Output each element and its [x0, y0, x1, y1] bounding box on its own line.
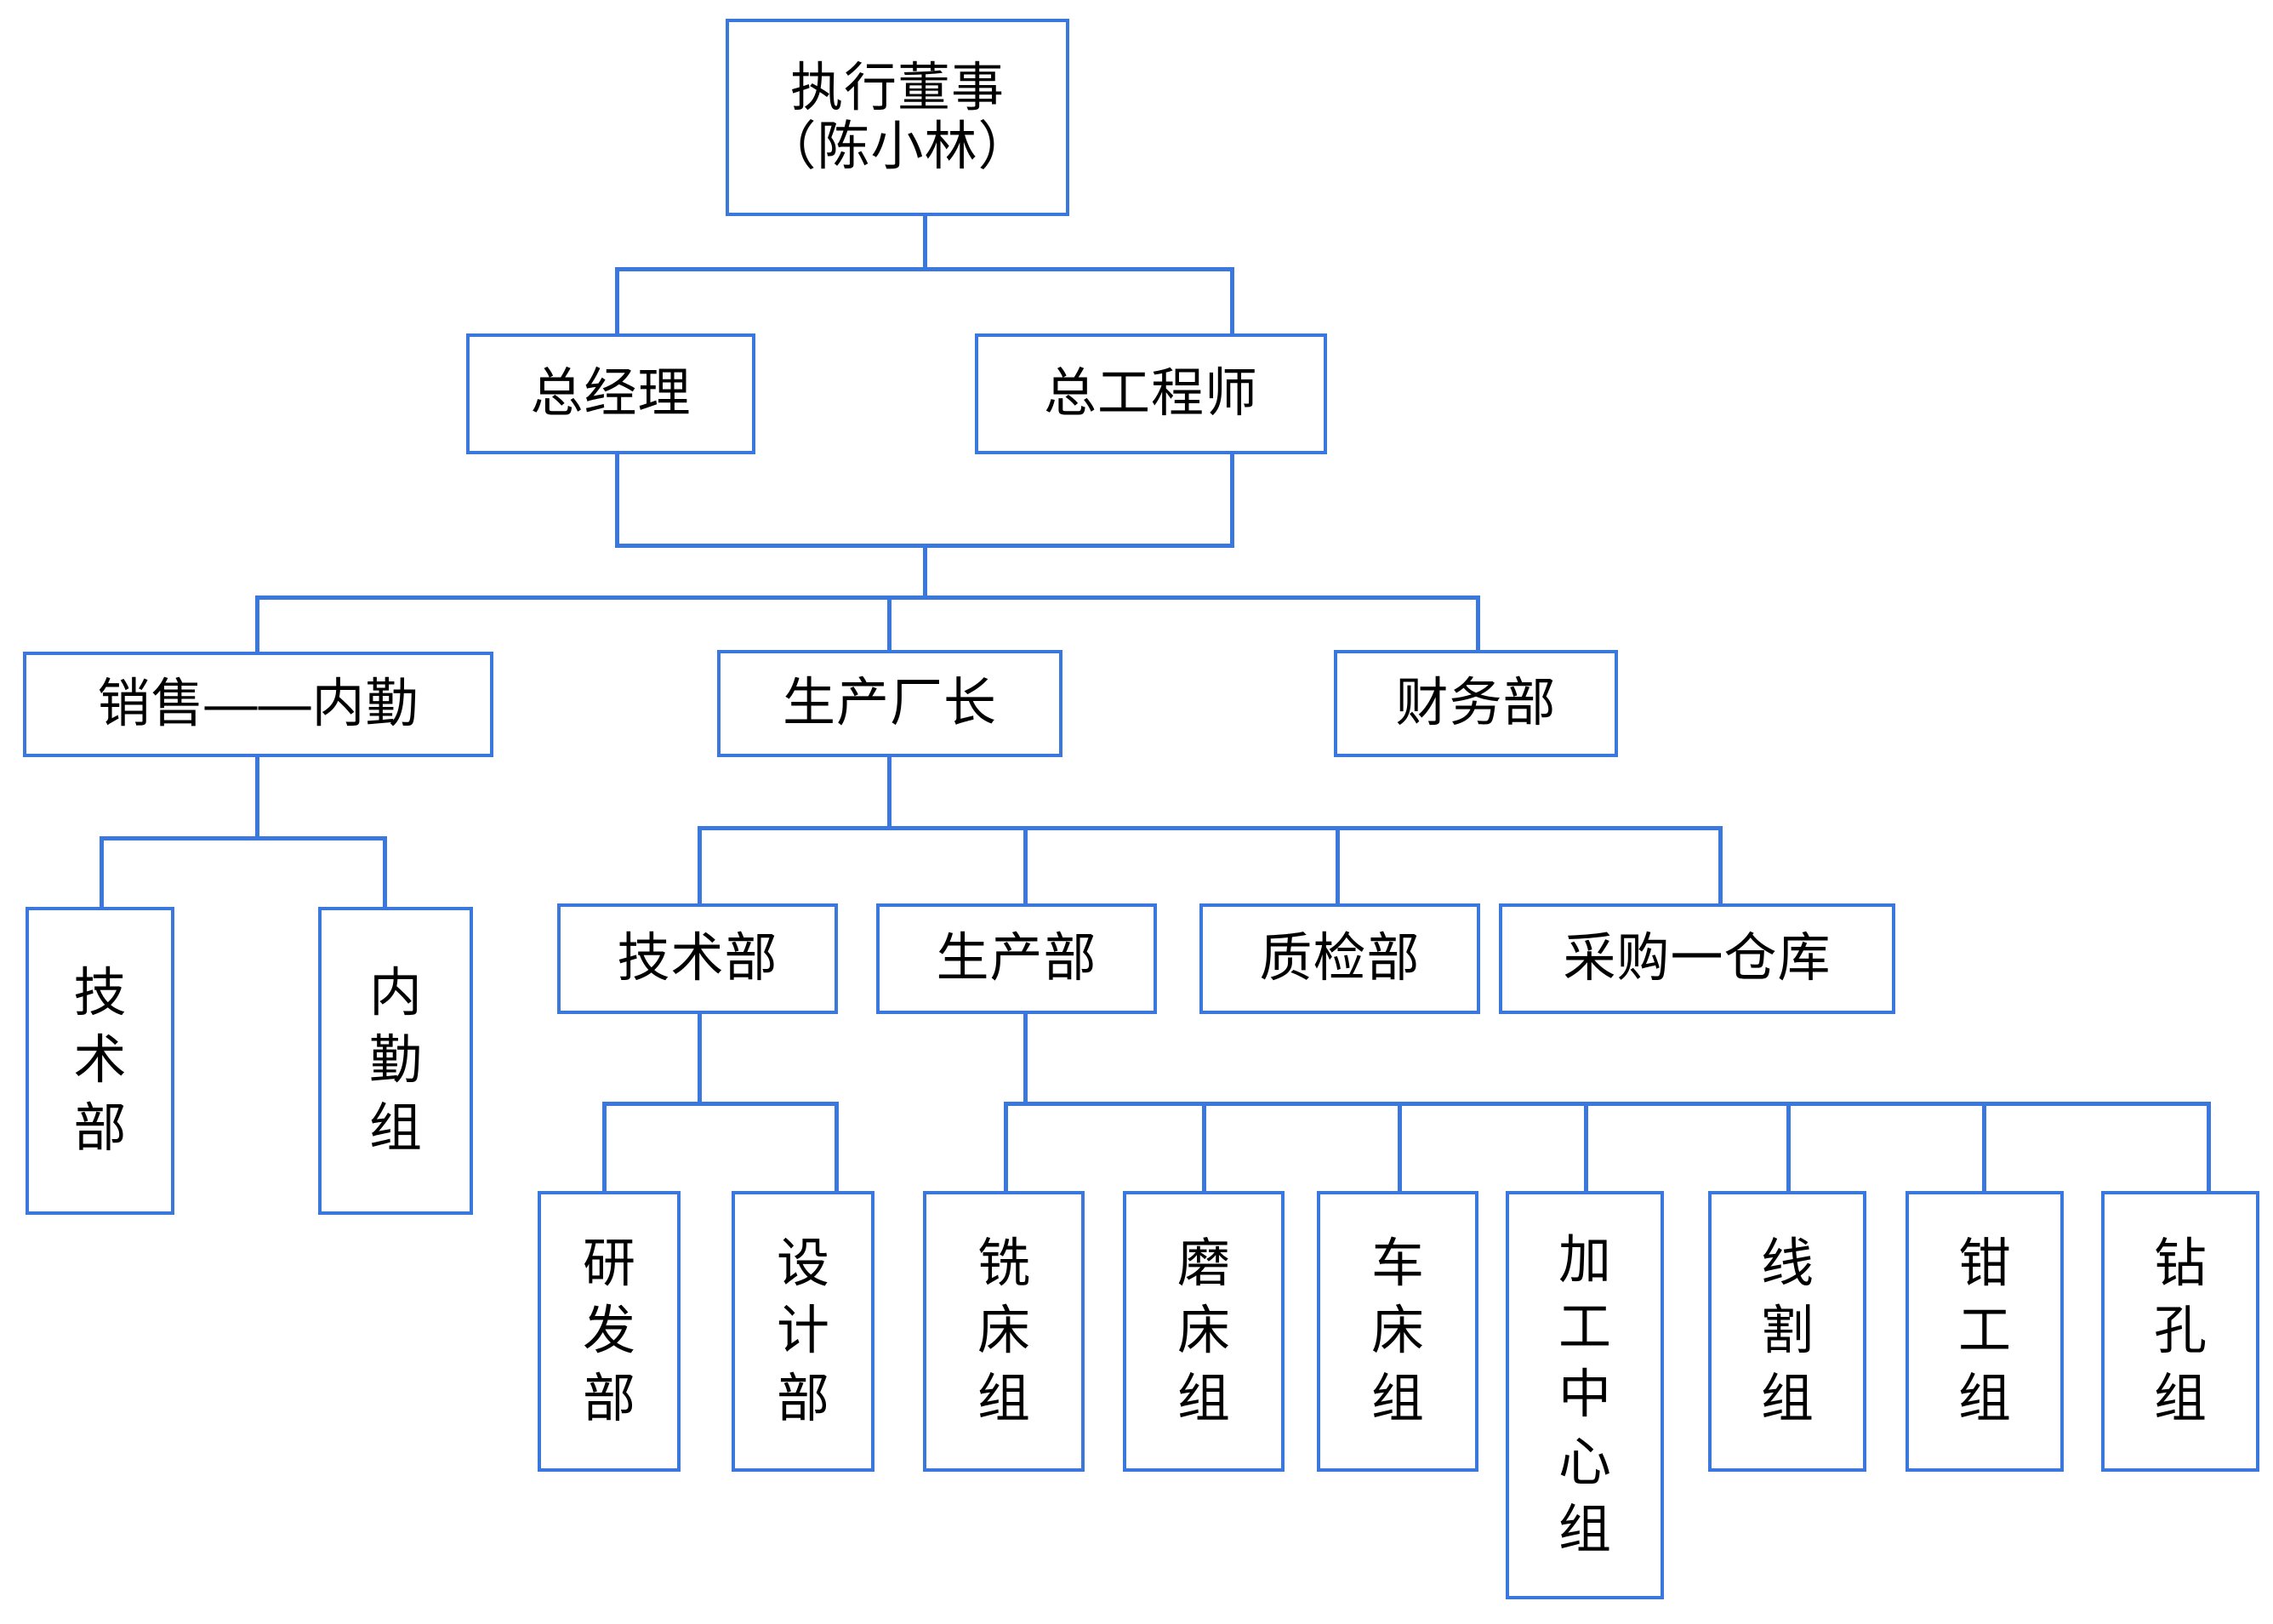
- connector-to-wirecut-group: [1786, 1102, 1791, 1191]
- connector-tech-dept-children-bar: [602, 1102, 839, 1106]
- connector-chief-engineer-down: [1230, 454, 1234, 548]
- node-grinding-group[interactable]: 磨 床 组: [1123, 1191, 1285, 1472]
- node-machining-ctr[interactable]: 加 工 中 心 组: [1506, 1191, 1664, 1599]
- node-sales-inner[interactable]: 销售——内勤: [23, 652, 493, 757]
- node-wirecut-group[interactable]: 线 割 组: [1708, 1191, 1866, 1472]
- node-rd-dept[interactable]: 研 发 部: [538, 1191, 681, 1472]
- connector-to-machining-ctr: [1584, 1102, 1588, 1191]
- node-label: 设 计 部: [776, 1234, 829, 1428]
- connector-prod-dept-children-bar: [1004, 1102, 2210, 1106]
- node-label: 内 勤 组: [368, 963, 422, 1158]
- connector-merge-stem: [923, 544, 927, 600]
- node-label: 技术部: [617, 929, 778, 989]
- node-label: 研 发 部: [582, 1234, 635, 1428]
- node-milling-group[interactable]: 铣 床 组: [923, 1191, 1085, 1472]
- connector-to-sales-tech: [100, 836, 104, 908]
- node-prod-dept[interactable]: 生产部: [876, 903, 1157, 1014]
- node-tech-dept[interactable]: 技术部: [557, 903, 838, 1014]
- connector-prod-director-children-bar: [698, 826, 1723, 830]
- connector-to-drilling-group: [2207, 1102, 2211, 1191]
- node-label: 铣 床 组: [977, 1234, 1030, 1428]
- connector-to-chief-engineer: [1230, 267, 1234, 333]
- connector-to-prod-dept: [1023, 826, 1028, 904]
- connector-prod-director-down: [887, 755, 892, 830]
- connector-to-fitter-group: [1982, 1102, 1986, 1191]
- connector-sales-down: [255, 755, 259, 840]
- node-fitter-group[interactable]: 钳 工 组: [1906, 1191, 2064, 1472]
- node-label: 加 工 中 心 组: [1558, 1230, 1611, 1560]
- connector-level2-bar: [255, 595, 1480, 600]
- node-label: 车 床 组: [1370, 1234, 1424, 1428]
- node-label: 执行董事 （陈小林）: [763, 58, 1032, 176]
- connector-to-inner-group: [383, 836, 387, 908]
- connector-prod-dept-down: [1023, 1012, 1028, 1106]
- node-label: 总工程师: [1043, 364, 1258, 424]
- connector-to-design-dept: [835, 1102, 839, 1191]
- node-label: 磨 床 组: [1176, 1234, 1230, 1428]
- node-gm[interactable]: 总经理: [466, 333, 755, 454]
- connector-to-finance: [1476, 595, 1480, 653]
- connector-root-stem: [923, 216, 927, 269]
- node-label: 技 术 部: [73, 963, 127, 1158]
- node-chief-engineer[interactable]: 总工程师: [975, 333, 1327, 454]
- node-qc-dept[interactable]: 质检部: [1199, 903, 1480, 1014]
- node-finance-dept[interactable]: 财务部: [1334, 650, 1618, 757]
- connector-to-purchase-wh: [1718, 826, 1723, 904]
- node-label: 采购一仓库: [1563, 929, 1832, 989]
- node-label: 财务部: [1395, 674, 1557, 733]
- node-design-dept[interactable]: 设 计 部: [732, 1191, 874, 1472]
- connector-to-qc-dept: [1336, 826, 1340, 904]
- node-purchase-wh[interactable]: 采购一仓库: [1499, 903, 1895, 1014]
- node-label: 生产部: [936, 929, 1097, 989]
- connector-sales-children-bar: [100, 836, 385, 840]
- connector-to-rd-dept: [602, 1102, 607, 1191]
- connector-to-grinding-group: [1202, 1102, 1206, 1191]
- connector-to-lathe-group: [1398, 1102, 1402, 1191]
- connector-to-sales: [255, 595, 259, 653]
- node-sales-tech[interactable]: 技 术 部: [26, 907, 174, 1215]
- connector-tech-dept-down: [698, 1012, 702, 1106]
- node-label: 总经理: [530, 364, 692, 424]
- node-drilling-group[interactable]: 钻 孔 组: [2101, 1191, 2259, 1472]
- node-lathe-group[interactable]: 车 床 组: [1317, 1191, 1478, 1472]
- node-prod-director[interactable]: 生产厂长: [717, 650, 1062, 757]
- node-exec-director[interactable]: 执行董事 （陈小林）: [726, 19, 1069, 216]
- node-inner-group[interactable]: 内 勤 组: [318, 907, 473, 1215]
- node-label: 线 割 组: [1760, 1234, 1814, 1428]
- node-label: 销售——内勤: [97, 675, 419, 734]
- connector-to-tech-dept: [698, 826, 702, 904]
- node-label: 生产厂长: [782, 674, 997, 733]
- connector-level1-bar: [615, 267, 1234, 271]
- node-label: 钳 工 组: [1957, 1234, 2011, 1428]
- connector-to-gm: [615, 267, 619, 333]
- connector-to-milling-group: [1004, 1102, 1008, 1191]
- connector-to-prod-director: [887, 595, 892, 653]
- node-label: 钻 孔 组: [2153, 1234, 2207, 1428]
- connector-gm-down: [615, 454, 619, 548]
- node-label: 质检部: [1259, 929, 1421, 989]
